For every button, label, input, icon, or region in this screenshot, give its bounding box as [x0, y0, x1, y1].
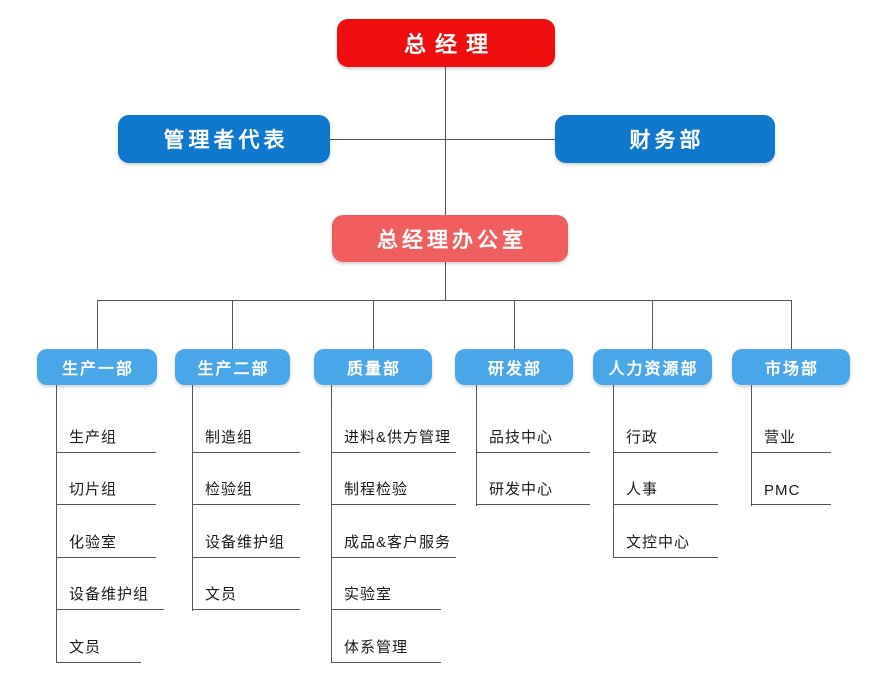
list-item: 研发中心 — [476, 471, 590, 505]
list-item: 设备维护组 — [192, 524, 300, 558]
node-gm-office: 总经理办公室 — [332, 215, 568, 262]
list-item: 品技中心 — [476, 419, 590, 453]
dept-quality: 质量部 — [314, 349, 432, 385]
list-item: 切片组 — [56, 471, 156, 505]
connector-line — [232, 300, 233, 349]
list-item: 营业 — [751, 419, 831, 453]
connector-line — [97, 300, 791, 301]
list-item: 检验组 — [192, 471, 300, 505]
list-item: 文员 — [56, 629, 141, 663]
dept-rnd: 研发部 — [455, 349, 573, 385]
connector-line — [330, 139, 556, 140]
list-item: 设备维护组 — [56, 576, 164, 610]
connector-line — [514, 300, 515, 349]
connector-line — [373, 300, 374, 349]
list-item: PMC — [751, 471, 831, 505]
connector-line — [652, 300, 653, 349]
connector-line — [751, 385, 752, 506]
list-item: 文员 — [192, 576, 300, 610]
list-item: 成品&客户服务 — [331, 524, 456, 558]
connector-line — [56, 385, 57, 663]
node-general-manager: 总经理 — [337, 19, 555, 67]
list-item: 制造组 — [192, 419, 300, 453]
connector-line — [791, 300, 792, 349]
connector-line — [445, 262, 446, 300]
node-management-representative: 管理者代表 — [118, 115, 330, 163]
dept-production-1: 生产一部 — [37, 349, 157, 385]
list-item: 体系管理 — [331, 629, 441, 663]
connector-line — [192, 385, 193, 611]
list-item: 化验室 — [56, 524, 156, 558]
connector-line — [613, 385, 614, 558]
list-item: 行政 — [613, 419, 718, 453]
dept-marketing: 市场部 — [732, 349, 850, 385]
list-item: 实验室 — [331, 576, 441, 610]
list-item: 制程检验 — [331, 471, 456, 505]
connector-line — [97, 300, 98, 349]
list-item: 进料&供方管理 — [331, 419, 456, 453]
list-item: 人事 — [613, 471, 718, 505]
connector-line — [331, 385, 332, 663]
list-item: 生产组 — [56, 419, 156, 453]
list-item: 文控中心 — [613, 524, 718, 558]
dept-hr: 人力资源部 — [593, 349, 712, 385]
connector-line — [476, 385, 477, 506]
connector-line — [445, 67, 446, 215]
dept-production-2: 生产二部 — [175, 349, 290, 385]
node-finance-department: 财务部 — [555, 115, 775, 163]
